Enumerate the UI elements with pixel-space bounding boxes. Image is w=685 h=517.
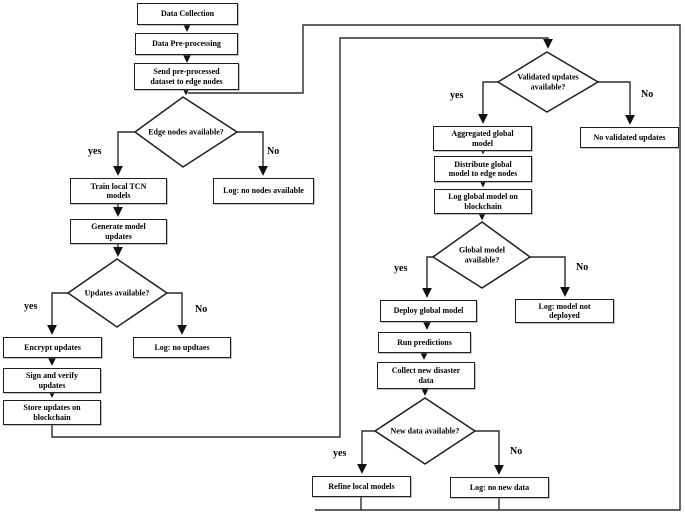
node-data-collection: Data Collection bbox=[137, 3, 238, 25]
node-log-no-updtaes: Log: no updtaes bbox=[133, 337, 231, 358]
connector-new-yes bbox=[357, 430, 375, 474]
connector-validated-no bbox=[598, 81, 635, 125]
edge-label-yes-updates: yes bbox=[24, 301, 38, 312]
edge-label-no-updates: No bbox=[195, 304, 208, 315]
connector-validated-yes bbox=[478, 81, 498, 124]
node-train-local-tcn: Train local TCN models bbox=[70, 178, 167, 204]
node-no-validated-updates: No validated updates bbox=[580, 127, 679, 148]
node-run-predictions: Run predictions bbox=[378, 332, 471, 353]
node-log-no-new-data: Log: no new data bbox=[450, 477, 549, 498]
decision-edge-nodes-label: Edge nodes available? bbox=[148, 127, 224, 137]
connector-edge-yes bbox=[113, 131, 135, 176]
node-sign-and-verify: Sign and verify updates bbox=[3, 368, 101, 393]
node-refine-local-models: Refine local models bbox=[312, 476, 411, 497]
connector-global-no bbox=[530, 256, 570, 297]
edge-label-yes-validated: yes bbox=[450, 90, 464, 101]
decision-edge-nodes-shape bbox=[133, 96, 239, 168]
decision-updates-shape bbox=[66, 258, 169, 328]
edge-label-no-validated: No bbox=[641, 89, 654, 100]
node-data-preprocessing: Data Pre-processing bbox=[135, 33, 238, 55]
node-deploy-global: Deploy global model bbox=[380, 300, 477, 322]
connector-store-to-validated-loop bbox=[51, 37, 553, 438]
decision-global-model-shape bbox=[431, 221, 532, 289]
node-encrypt-updates: Encrypt updates bbox=[3, 337, 102, 358]
node-log-model-not-deployed: Log: model not deployed bbox=[515, 299, 614, 323]
connector-new-no bbox=[475, 430, 504, 475]
connector-updates-no bbox=[167, 292, 187, 335]
decision-validated-updates-label: Validated updates available? bbox=[517, 72, 579, 92]
connector-global-yes bbox=[422, 256, 433, 298]
edge-label-no-new-data: No bbox=[510, 446, 523, 457]
node-collect-new-disaster: Collect new disaster data bbox=[377, 362, 475, 389]
decision-validated-updates-shape bbox=[496, 51, 600, 113]
node-send-preprocessed: Send pre-processed dataset to edge nodes bbox=[134, 63, 239, 90]
node-distribute-global: Distribute global model to edge nodes bbox=[434, 156, 532, 182]
decision-global-model-label: Global model available? bbox=[458, 245, 505, 265]
edge-label-yes-new-data: yes bbox=[333, 448, 347, 459]
node-generate-model-updates: Generate model updates bbox=[70, 219, 167, 244]
edge-label-yes-global-model: yes bbox=[394, 263, 408, 274]
edge-label-no-edge-nodes: No bbox=[267, 146, 280, 157]
edge-label-no-global-model: No bbox=[576, 262, 589, 273]
node-log-global-model: Log global model on blockchain bbox=[434, 189, 532, 214]
node-log-no-nodes: Log: no nodes available bbox=[213, 178, 314, 204]
decision-new-data-shape bbox=[373, 397, 477, 465]
edge-label-yes-edge-nodes: yes bbox=[88, 146, 102, 157]
connector-updates-yes bbox=[47, 292, 68, 335]
node-aggregated-global: Aggregated global model bbox=[433, 126, 532, 151]
connector-feedback-main-loop bbox=[188, 24, 681, 511]
decision-updates-label: Updates available? bbox=[84, 288, 150, 298]
connector-edge-no bbox=[237, 131, 268, 176]
decision-new-data-label: New data available? bbox=[390, 426, 460, 436]
node-store-updates: Store updates on blockchain bbox=[3, 400, 101, 425]
